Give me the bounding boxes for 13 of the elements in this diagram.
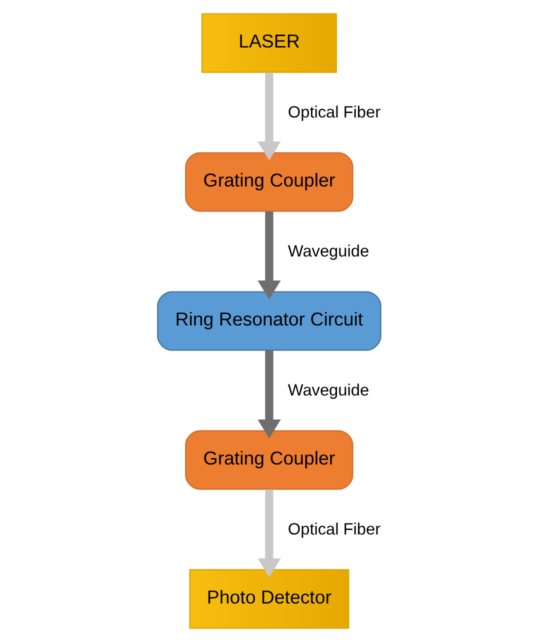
node-box: Grating Coupler	[184, 152, 353, 212]
arrow	[257, 350, 280, 438]
edge-label: Waveguide	[287, 242, 369, 260]
node-box: LASER	[200, 13, 336, 73]
node-box: Photo Detector	[188, 569, 349, 629]
edge-label: Waveguide	[287, 381, 369, 400]
edge-label: Optical Fiber	[287, 103, 380, 122]
edge-label: Optical Fiber	[287, 520, 380, 538]
arrow	[257, 72, 280, 160]
arrow	[257, 212, 280, 300]
arrow	[257, 489, 280, 578]
node-box: Ring Resonator Circuit	[156, 291, 381, 351]
node-box: Grating Coupler	[184, 430, 353, 490]
